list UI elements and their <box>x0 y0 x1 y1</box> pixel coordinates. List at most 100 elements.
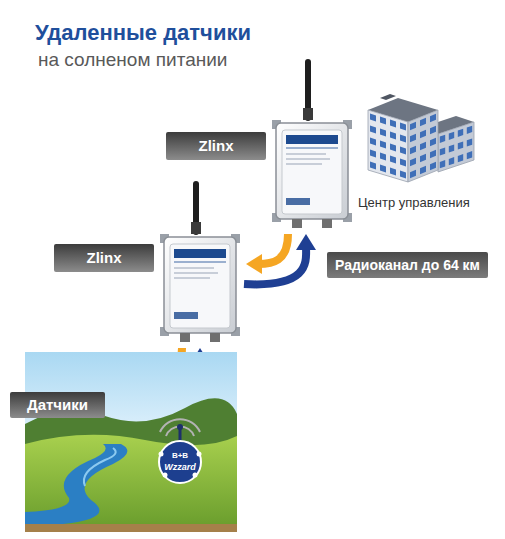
illustration-part <box>449 157 454 165</box>
illustration-part <box>292 219 302 228</box>
illustration-part <box>370 150 376 158</box>
illustration-part <box>180 333 190 342</box>
illustration-part <box>400 147 406 155</box>
illustration-part <box>420 118 426 126</box>
illustration-part <box>177 424 183 430</box>
illustration-part <box>163 473 168 478</box>
land-drawing <box>25 352 237 532</box>
logo-text: B+B <box>155 451 205 460</box>
illustration-part <box>286 135 338 144</box>
illustration-part <box>420 154 426 162</box>
illustration-part <box>380 94 396 100</box>
arrow-head <box>296 234 316 250</box>
illustration-part <box>390 120 396 128</box>
illustration-part <box>159 441 201 483</box>
device-drawing <box>160 232 240 344</box>
arrow-head <box>246 254 262 274</box>
illustration-part <box>174 261 226 263</box>
illustration-part <box>410 146 416 154</box>
illustration-part <box>410 158 416 166</box>
illustration-part <box>174 272 218 274</box>
illustration-part <box>430 150 436 158</box>
radio-link <box>244 234 316 284</box>
illustration-part <box>370 162 376 170</box>
link-label: Радиоканал до 64 км <box>327 252 488 278</box>
illustration-part <box>458 154 463 162</box>
illustration-part <box>370 114 406 179</box>
antenna-base <box>191 222 201 234</box>
device-tag: Zlinx <box>54 244 154 272</box>
illustration-part <box>164 237 236 333</box>
illustration-part <box>440 160 445 168</box>
illustration-part <box>400 171 406 179</box>
illustration-part <box>380 117 386 125</box>
illustration-part <box>458 129 463 137</box>
illustration-part <box>380 165 386 173</box>
illustration-part <box>467 138 472 146</box>
illustration-part <box>449 132 454 140</box>
illustration-part <box>159 452 164 457</box>
illustration-part <box>174 249 226 258</box>
illustration-part <box>84 448 116 486</box>
illustration-part <box>400 159 406 167</box>
illustration-part <box>440 135 445 143</box>
illustration-part <box>440 126 472 168</box>
illustration-part <box>170 244 230 328</box>
illustration-part <box>430 162 436 170</box>
illustration-part <box>25 435 237 524</box>
illustration-part <box>430 114 436 122</box>
illustration-part <box>420 166 426 174</box>
logo-text: Wzzard <box>155 462 205 472</box>
illustration-part <box>370 114 376 122</box>
illustration-part <box>370 126 376 134</box>
sensor-tag: Датчики <box>10 392 105 418</box>
sensor-landscape: Датчики <box>25 352 237 532</box>
illustration-part <box>390 132 396 140</box>
illustration-part <box>286 198 310 205</box>
illustration-part <box>25 524 237 532</box>
illustration-part <box>286 147 338 149</box>
radio-device: Zlinx <box>272 118 352 230</box>
illustration-part <box>282 130 342 214</box>
illustration-part <box>410 170 416 178</box>
illustration-part <box>390 156 396 164</box>
illustration-part <box>390 168 396 176</box>
illustration-part <box>467 151 472 159</box>
subtitle: на солненом питании <box>38 49 227 71</box>
illustration-part <box>174 277 210 279</box>
illustration-part <box>408 110 438 182</box>
diagram-title: Удаленные датчики <box>35 20 251 46</box>
illustration-part <box>368 110 408 182</box>
illustration-part <box>380 129 386 137</box>
illustration-part <box>380 141 386 149</box>
illustration-part <box>25 444 127 524</box>
illustration-part <box>174 312 198 319</box>
illustration-part <box>380 153 386 161</box>
illustration-part <box>410 122 416 130</box>
illustration-part <box>467 126 472 134</box>
illustration-part <box>438 122 474 172</box>
illustration-part <box>193 473 198 478</box>
illustration-part <box>197 452 202 457</box>
illustration-part <box>400 135 406 143</box>
antenna-base <box>303 108 313 120</box>
illustration-part <box>430 138 436 146</box>
illustration-part <box>322 219 332 228</box>
illustration-part <box>276 123 348 219</box>
illustration-part <box>210 333 220 342</box>
arrow-curve <box>258 234 288 264</box>
device-tag: Zlinx <box>166 132 266 160</box>
illustration-part <box>420 142 426 150</box>
illustration-part <box>458 141 463 149</box>
device-drawing <box>272 118 352 230</box>
illustration-part <box>286 158 330 160</box>
building-icon: Центр управления <box>360 82 478 187</box>
radio-device: Zlinx <box>160 232 240 344</box>
illustration-part <box>449 144 454 152</box>
building-drawing <box>360 82 478 187</box>
illustration-part <box>410 134 416 142</box>
illustration-part <box>286 163 322 165</box>
illustration-part <box>174 267 214 269</box>
illustration-part <box>390 144 396 152</box>
